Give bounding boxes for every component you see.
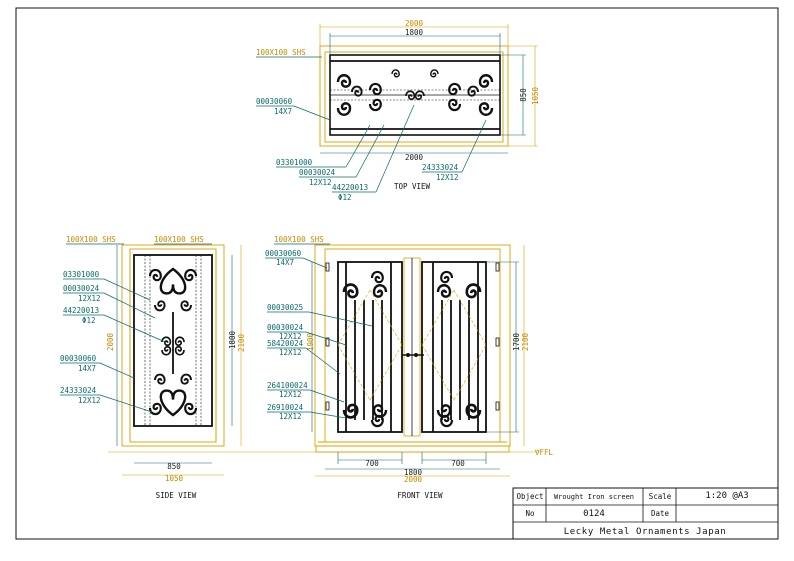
side-view-label-code-4: 24333024 bbox=[60, 386, 97, 395]
front-view-inner-frame bbox=[324, 248, 501, 443]
title-block-object-value: Wrought Iron screen bbox=[554, 493, 634, 501]
front-view-dim-right-outer: 2100 bbox=[521, 332, 530, 351]
top-view-outer-frame bbox=[319, 45, 509, 147]
front-view-label-code-4: 264100024 bbox=[267, 381, 308, 390]
front-view: 700 700 1800 2000 1900 1700 2100 ∇FFL 10… bbox=[265, 235, 554, 500]
side-view-dim-bottom-outer: 1050 bbox=[165, 474, 184, 483]
side-view-dim-right-outer: 2100 bbox=[237, 333, 246, 352]
top-view-post-label: 100X100 SHS bbox=[256, 48, 306, 57]
side-view-label-size-3: 14X7 bbox=[78, 364, 96, 373]
top-view-inner-frame bbox=[324, 51, 504, 143]
side-view-panel bbox=[133, 254, 213, 427]
side-view-dim-left: 2000 bbox=[106, 332, 115, 351]
title-block: Object Wrought Iron screen Scale 1:20 @A… bbox=[512, 487, 779, 540]
top-view-label-code-3: 44220013 bbox=[332, 183, 368, 192]
front-view-dim-right-leaf: 700 bbox=[451, 459, 465, 468]
side-view-dim-bottom-inner: 850 bbox=[167, 462, 181, 471]
side-view-outer-frame bbox=[121, 244, 225, 447]
top-view-dim-outer: 2000 bbox=[405, 19, 424, 28]
front-view-title: FRONT VIEW bbox=[397, 491, 443, 500]
title-block-scale-value: 1:20 @A3 bbox=[705, 491, 748, 501]
front-view-dim-left-height: 1900 bbox=[306, 332, 315, 351]
title-block-no-label: No bbox=[525, 509, 535, 518]
front-view-label-size-5: 12X12 bbox=[279, 412, 302, 421]
sheet-border bbox=[15, 7, 779, 540]
top-view-label-code-1: 03301000 bbox=[276, 158, 313, 167]
side-view-label-size-4: 12X12 bbox=[78, 396, 101, 405]
title-block-company: Lecky Metal Ornaments Japan bbox=[564, 527, 727, 537]
front-view-label-code-3: 58420024 bbox=[267, 339, 304, 348]
title-block-object-label: Object bbox=[516, 492, 543, 501]
side-view-post-label-left: 100X100 SHS bbox=[66, 235, 116, 244]
front-view-dim-left-leaf: 700 bbox=[365, 459, 379, 468]
front-view-label-size-4: 12X12 bbox=[279, 390, 302, 399]
side-view-label-size-1: 12X12 bbox=[78, 294, 101, 303]
top-view-label-size-4: 12X12 bbox=[436, 173, 459, 182]
side-view-title: SIDE VIEW bbox=[156, 491, 197, 500]
top-view-scrollwork bbox=[336, 69, 494, 116]
front-view-label-code-2: 00030024 bbox=[267, 323, 304, 332]
front-view-label-code-0: 00030060 bbox=[265, 249, 302, 258]
top-view-label-code-4: 24333024 bbox=[422, 163, 459, 172]
top-view-dim-bottom: 2000 bbox=[405, 153, 424, 162]
front-view-label-size-2: 12X12 bbox=[279, 332, 302, 341]
side-view-label-size-2: Φ12 bbox=[82, 316, 96, 325]
top-view-label-code-2: 00030024 bbox=[299, 168, 336, 177]
front-view-label-size-3: 12X12 bbox=[279, 348, 302, 357]
top-view-label-size-3: Φ12 bbox=[338, 193, 352, 202]
side-view: 850 1050 2000 1800 2100 100X100 SHS 100X… bbox=[60, 235, 246, 500]
front-view-label-code-5: 26910024 bbox=[267, 403, 304, 412]
front-view-left-leaf bbox=[337, 261, 403, 433]
top-view-dim-inner: 1800 bbox=[405, 28, 424, 37]
title-block-scale-label: Scale bbox=[649, 492, 672, 501]
title-block-no-value: 0124 bbox=[583, 509, 605, 519]
top-view-label-code-0: 00030060 bbox=[256, 97, 293, 106]
front-view-right-leaf bbox=[421, 261, 487, 433]
top-view-title: TOP VIEW bbox=[394, 182, 431, 191]
side-view-label-code-2: 44220013 bbox=[63, 306, 99, 315]
side-view-post-label-right: 100X100 SHS bbox=[154, 235, 204, 244]
top-view-dim-right-outer: 1050 bbox=[531, 86, 540, 105]
side-view-label-code-3: 00030060 bbox=[60, 354, 97, 363]
side-view-label-code-0: 03301000 bbox=[63, 270, 100, 279]
front-view-dim-right-inner: 1700 bbox=[512, 332, 521, 351]
top-view-label-size-2: 12X12 bbox=[309, 178, 332, 187]
side-view-label-code-1: 00030024 bbox=[63, 284, 100, 293]
front-view-label-size-0: 14X7 bbox=[276, 258, 294, 267]
front-view-post-label: 100X100 SHS bbox=[274, 235, 324, 244]
front-view-outer-frame bbox=[314, 244, 511, 447]
top-view-label-size-0: 14X7 bbox=[274, 107, 292, 116]
front-view-label-code-1: 00030025 bbox=[267, 303, 303, 312]
front-view-dim-inner: 1800 bbox=[404, 468, 423, 477]
title-block-date-label: Date bbox=[651, 509, 670, 518]
side-view-dim-right-inner: 1800 bbox=[228, 330, 237, 349]
top-view-dim-right-inner: 850 bbox=[519, 88, 528, 102]
front-view-dim-outer: 2000 bbox=[404, 475, 423, 484]
top-view: 2000 1800 2000 850 1050 100X100 SHS 0003… bbox=[256, 19, 540, 202]
front-view-floor-label: ∇FFL bbox=[534, 448, 554, 457]
